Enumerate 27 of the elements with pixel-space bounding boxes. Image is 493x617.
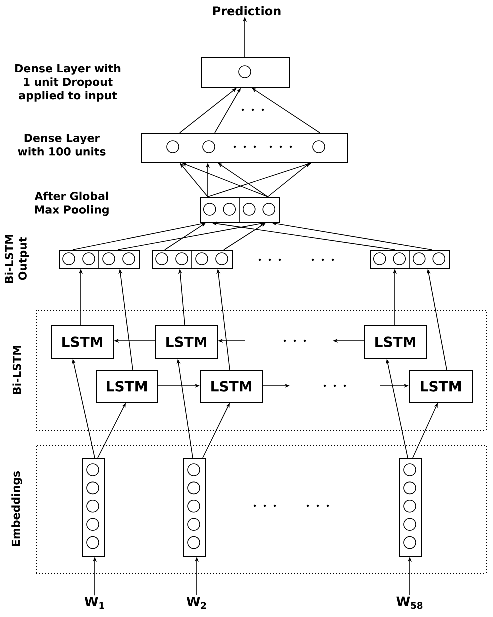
output-label: Prediction bbox=[213, 6, 281, 16]
lstm-box: LSTM bbox=[155, 325, 218, 360]
input-word: W$_{1}$ bbox=[84, 597, 104, 609]
arrow bbox=[268, 163, 310, 198]
input-word: W$_{58}$ bbox=[396, 596, 423, 610]
lstm-box: LSTM bbox=[364, 325, 428, 360]
layer-box bbox=[370, 250, 450, 270]
layer-label: Dense Layer with 1 unit Dropout applied to input bbox=[16, 64, 121, 102]
layer-label: Bi-LSTM Output bbox=[4, 234, 30, 284]
lstm-box: LSTM bbox=[200, 370, 264, 404]
layer-box bbox=[201, 57, 290, 88]
lstm-box: LSTM bbox=[51, 325, 114, 360]
layer-box bbox=[200, 196, 280, 224]
embedding-vector bbox=[82, 458, 106, 558]
embedding-vector bbox=[183, 458, 206, 558]
node-label: Bi-LSTM bbox=[12, 346, 22, 394]
node-label: Embeddings bbox=[12, 471, 22, 546]
layer-box bbox=[59, 250, 140, 270]
layer-label: After Global Max Pooling bbox=[34, 192, 109, 216]
lstm-box: LSTM bbox=[96, 370, 158, 404]
layer-region: Embeddings bbox=[12, 445, 487, 574]
arrow bbox=[180, 88, 237, 134]
layer-box bbox=[152, 250, 234, 270]
layer-label: Dense Layer with 100 units bbox=[18, 134, 106, 156]
embedding-vector bbox=[399, 458, 422, 558]
lstm-box: LSTM bbox=[409, 370, 474, 404]
input-word: W$_{2}$ bbox=[186, 596, 206, 610]
